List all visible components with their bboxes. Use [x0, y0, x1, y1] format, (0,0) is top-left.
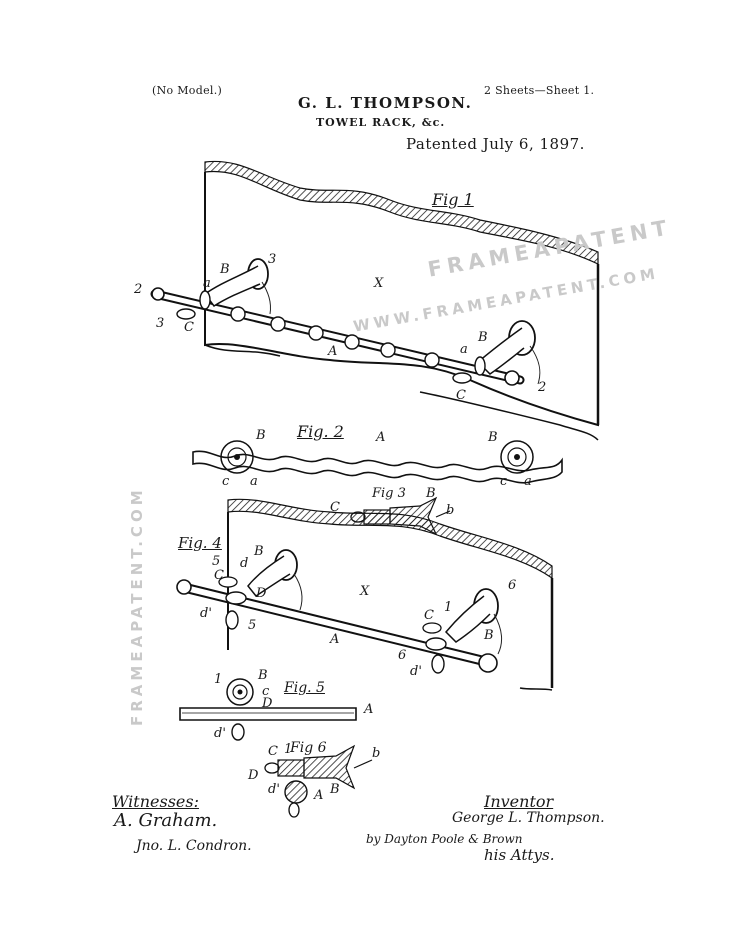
ref-letter: C	[214, 568, 224, 583]
ref-letter: D	[256, 586, 266, 601]
ref-letter: 5	[212, 554, 220, 569]
fig3-label: Fig 3	[372, 486, 406, 501]
ref-letter: 6	[508, 578, 516, 593]
ref-letter: D	[248, 768, 258, 783]
ref-letter: C	[424, 608, 434, 623]
ref-letter: 3	[268, 252, 276, 267]
ref-letter: 3	[156, 316, 164, 331]
ref-letter: d	[240, 556, 248, 571]
ref-letter: 1	[284, 742, 292, 757]
witness-signature-1: A. Graham.	[114, 810, 217, 831]
ref-letter: A	[364, 702, 373, 717]
ref-letter: c	[222, 474, 229, 489]
fig4-towel-bar	[177, 580, 497, 672]
ref-letter: X	[374, 276, 383, 291]
ref-letter: B	[254, 544, 264, 559]
ref-letter: C	[268, 744, 278, 759]
ref-letter: 6	[398, 648, 406, 663]
ref-letter: a	[203, 276, 211, 291]
ref-letter: 2	[134, 282, 142, 297]
ref-letter: B	[488, 430, 498, 445]
ref-letter: B	[220, 262, 230, 277]
ref-letter: B	[478, 330, 488, 345]
ref-letter: 1	[214, 672, 222, 687]
ref-letter: d'	[268, 782, 280, 797]
ref-letter: b	[446, 503, 454, 518]
ref-letter: C	[184, 320, 194, 335]
ref-letter: b	[372, 746, 380, 761]
watermark-vertical-brand: FRAMEAPATENT.COM	[128, 486, 146, 726]
ref-letter: 1	[444, 600, 452, 615]
fig4-wall-board	[228, 499, 552, 690]
fig1-label: Fig 1	[432, 190, 474, 209]
fig5-label: Fig. 5	[284, 680, 325, 696]
ref-letter: d'	[214, 726, 226, 741]
ref-letter: B	[258, 668, 268, 683]
ref-letter: 2	[538, 380, 546, 395]
ref-letter: B	[484, 628, 494, 643]
ref-letter: a	[524, 474, 532, 489]
ref-letter: B	[256, 428, 266, 443]
attorneys-suffix: his Attys.	[484, 846, 555, 864]
ref-letter: a	[460, 342, 468, 357]
ref-letter: C	[330, 500, 340, 515]
witness-signature-2: Jno. L. Condron.	[136, 838, 252, 854]
ref-letter: d'	[410, 664, 422, 679]
ref-letter: A	[376, 430, 385, 445]
ref-letter: d'	[200, 606, 212, 621]
inventor-signature: George L. Thompson.	[452, 810, 605, 826]
attorneys-signature: by Dayton Poole & Brown	[366, 832, 523, 846]
ref-letter: X	[360, 584, 369, 599]
ref-letter: A	[328, 344, 337, 359]
ref-letter: c	[500, 474, 507, 489]
inventor-label: Inventor	[484, 792, 553, 811]
ref-letter: A	[314, 788, 323, 803]
fig6-label: Fig 6	[290, 740, 327, 756]
ref-letter: 5	[248, 618, 256, 633]
fig4-label: Fig. 4	[178, 534, 222, 552]
fig6-detail	[265, 746, 372, 817]
ref-letter: a	[250, 474, 258, 489]
ref-letter: C	[456, 388, 466, 403]
ref-letter: B	[330, 782, 340, 797]
witnesses-label: Witnesses:	[112, 792, 199, 811]
fig2-label: Fig. 2	[297, 422, 344, 441]
ref-letter: B	[426, 486, 436, 501]
ref-letter: A	[330, 632, 339, 647]
ref-letter: D	[262, 696, 272, 711]
